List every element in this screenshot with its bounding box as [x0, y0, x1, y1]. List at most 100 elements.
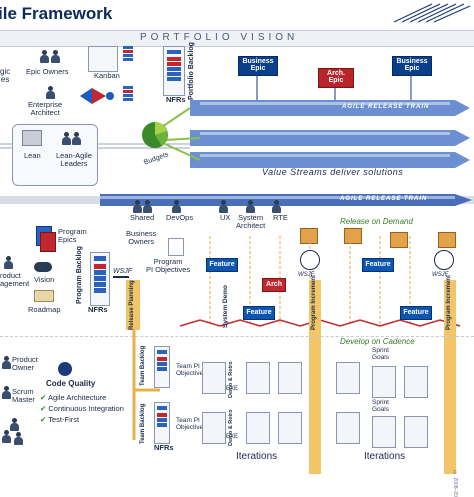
exe-label: EXE — [226, 386, 239, 392]
team-backlog-label: Team Backlog — [140, 345, 146, 386]
feature-card: Feature — [362, 258, 394, 272]
program-epics-label: Program Epics — [58, 227, 87, 244]
epic-owners-label: Epic Owners — [26, 67, 69, 76]
role-rte-label: RTE — [273, 213, 288, 222]
develop-on-cadence-label: Develop on Cadence — [340, 337, 415, 346]
practice-agile-architecture: ✔ Agile Architecture — [40, 393, 107, 402]
program-nfrs-label: NFRs — [88, 305, 108, 314]
team-pi-objectives-label: Team PI Objectives — [176, 363, 207, 377]
kanban-label: Kanban — [94, 71, 120, 80]
program-wsjf-label: WSJF — [113, 268, 133, 275]
enterprise-architect-person-icon — [46, 86, 55, 100]
practice-test-first: ✔ Test-First — [40, 415, 80, 424]
kanban-flow-icon — [80, 88, 114, 104]
code-quality-label: Code Quality — [46, 379, 96, 388]
program-increment-band — [444, 280, 456, 474]
iteration-box — [372, 366, 396, 398]
wsjf-bar — [113, 276, 129, 278]
epic-owner-person-icon — [51, 50, 60, 64]
iteration-box — [246, 412, 270, 444]
iterations-label: Iterations — [364, 451, 406, 462]
portfolio-band — [0, 30, 474, 47]
leader-person-icon — [62, 132, 71, 146]
shared-person-icon — [143, 200, 152, 214]
product-owner-label: Product Owner — [12, 355, 38, 372]
sprint-goals-label: Sprint Goals — [372, 347, 389, 361]
release-planning-label: Release Planning — [129, 280, 135, 330]
roadmap-icon — [34, 290, 54, 302]
kanban-board — [88, 46, 118, 72]
ux-person-icon — [219, 200, 228, 214]
team-backlog-label: Team Backlog — [140, 403, 146, 444]
wsjf-label: WSJF — [432, 272, 449, 278]
scrum-master-person-icon — [2, 386, 11, 400]
feature-card: Feature — [243, 306, 275, 320]
practice-continuous-integration: ✔ Continuous Integration — [40, 404, 124, 413]
team-pi-objectives-label: Team PI Objectives — [176, 417, 207, 431]
code-quality-icon — [58, 362, 72, 376]
release-package-icon — [390, 232, 408, 248]
value-streams-label: Value Streams deliver solutions — [262, 167, 404, 177]
program-increment-band — [309, 280, 321, 474]
team-member-person-icon — [10, 418, 19, 432]
role-shared-label: Shared — [130, 213, 155, 222]
role-system-architect-label: System Architect — [236, 213, 266, 230]
business-owners-label: Business Owners — [126, 229, 157, 246]
program-backlog-label: Program Backlog — [76, 246, 83, 304]
epic-owner-person-icon — [40, 50, 49, 64]
business-epic-card: Business Epic — [392, 56, 432, 76]
program-increment-label: Program Increment — [446, 274, 452, 330]
portfolio-vision-label: PORTFOLIO VISION — [140, 32, 299, 43]
leader-person-icon — [72, 132, 81, 146]
program-art-arrow — [100, 194, 472, 206]
role-devops-label: DevOps — [166, 213, 194, 222]
team-member-person-icon — [14, 432, 23, 446]
team-member-person-icon — [2, 430, 11, 444]
pi-objectives-doc-icon — [168, 238, 184, 256]
iterations-label: Iterations — [236, 451, 278, 462]
team-flow-lines — [132, 330, 160, 440]
portfolio-nfrs-label: NFRs — [166, 95, 186, 104]
team-divider — [0, 336, 474, 338]
portfolio-backlog — [163, 46, 185, 96]
release-package-icon — [300, 228, 318, 244]
wsjf-icon — [300, 250, 320, 270]
iteration-box — [202, 412, 226, 444]
demo-retro-label: Demo & Retro — [228, 361, 234, 398]
sprint-goals-label: Sprint Goals — [372, 399, 389, 413]
business-epic-card: Business Epic — [238, 56, 278, 76]
lean-house-icon — [22, 130, 42, 146]
vision-label: Vision — [34, 275, 55, 284]
epic-card-stack — [123, 86, 133, 102]
program-pi-objectives-label: Program PI Objectives — [146, 257, 191, 274]
team-backlog — [154, 402, 170, 444]
demo-retro-label: Demo & Retro — [228, 409, 234, 446]
iteration-box — [246, 362, 270, 394]
lean-label: Lean — [24, 151, 41, 160]
team-nfrs-label: NFRs — [154, 443, 174, 452]
iteration-box — [202, 362, 226, 394]
rte-person-icon — [272, 200, 281, 214]
shared-person-icon — [133, 200, 142, 214]
arch-epic-card: Arch. Epic — [318, 68, 354, 88]
release-package-icon — [438, 232, 456, 248]
lean-agile-leaders-label: Lean-Agile Leaders — [56, 151, 92, 168]
program-increment-label: Program Increment — [311, 274, 317, 330]
vision-binoculars-icon — [34, 262, 52, 272]
wsjf-label: WSJF — [298, 272, 315, 278]
roadmap-label: Roadmap — [28, 305, 61, 314]
feature-card: Feature — [400, 306, 432, 320]
release-planning-band — [126, 280, 140, 330]
portfolio-art-label: AGILE RELEASE TRAIN — [342, 104, 430, 110]
program-epics-icon — [40, 232, 56, 252]
release-on-demand-label: Release on Demand — [340, 217, 413, 226]
iteration-box — [404, 416, 428, 448]
wsjf-icon — [434, 250, 454, 270]
epic-card-stack — [123, 46, 133, 62]
product-owner-person-icon — [2, 356, 11, 370]
product-manager-person-icon — [4, 256, 13, 270]
logo-graphic — [393, 3, 471, 23]
enterprise-architect-label: Enterprise Architect — [28, 100, 63, 117]
page-title: ile Framework — [0, 4, 113, 23]
